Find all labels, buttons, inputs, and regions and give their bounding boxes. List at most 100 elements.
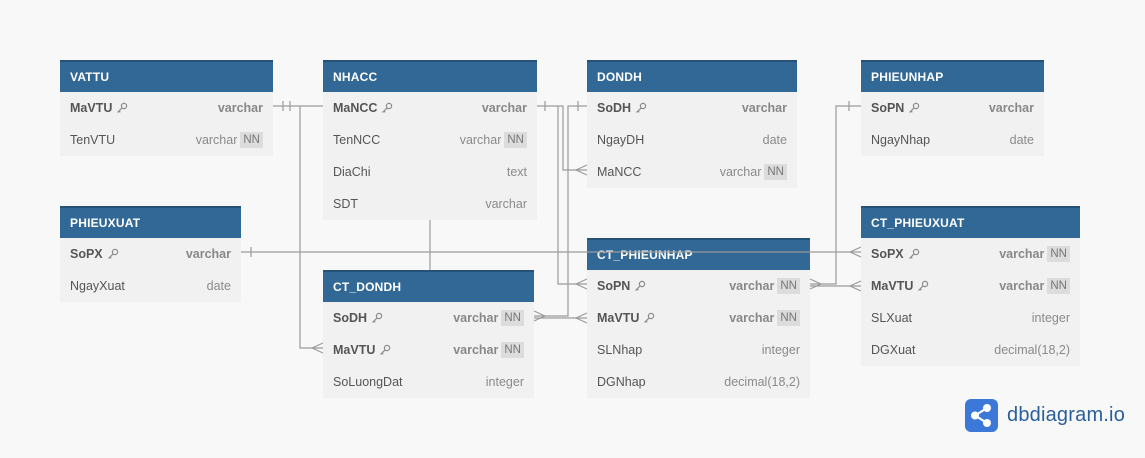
field-type-text: date [1009,133,1034,147]
field-name: TenNCC [333,133,460,147]
key-icon [372,312,383,323]
key-icon [908,248,919,259]
field-name: MaVTU [871,279,999,293]
field-name: NgayNhap [871,133,1010,147]
table-row[interactable]: SoLuongDat integer [323,366,534,398]
table-row[interactable]: SLNhap integer [587,334,810,366]
not-null-badge: NN [501,342,524,358]
table-header[interactable]: CT_PHIEUXUAT [861,206,1080,238]
field-name-text: SoLuongDat [333,375,403,389]
table-header[interactable]: VATTU [60,60,273,92]
table-header[interactable]: NHACC [323,60,537,92]
key-icon [644,312,655,323]
field-type-text: varchar [729,279,775,293]
field-name-text: SLNhap [597,343,643,357]
key-icon [636,102,647,113]
field-name: DGXuat [871,343,994,357]
field-type-text: varchar [485,197,527,211]
field-type: date [207,279,231,293]
field-name-text: SLXuat [871,311,913,325]
field-name: SoPX [871,247,999,261]
field-type: integer [1032,311,1070,325]
field-type-text: varchar [999,247,1045,261]
table-row[interactable]: NgayXuat date [60,270,241,302]
key-icon [107,248,118,259]
field-type-text: varchar [217,101,263,115]
field-name-text: MaVTU [597,311,640,325]
dbdiagram-logo-icon [965,399,998,432]
field-name-text: MaVTU [333,343,376,357]
field-type: integer [486,375,524,389]
field-name: MaVTU [70,101,218,115]
field-name: SLXuat [871,311,1032,325]
field-name: NgayDH [597,133,763,147]
field-type: decimal(18,2) [724,375,800,389]
field-type: varchar [989,101,1034,115]
table-header[interactable]: CT_DONDH [323,270,534,302]
field-type-text: varchar [459,133,502,147]
field-type-text: integer [761,343,800,357]
field-type-text: varchar [185,247,231,261]
field-type-text: varchar [719,165,762,179]
field-name-text: TenNCC [333,133,381,147]
brand-logo[interactable]: dbdiagram.io [965,399,1125,432]
field-name-text: NgayXuat [70,279,125,293]
table-row[interactable]: SLXuat integer [861,302,1080,334]
not-null-badge: NN [1047,246,1070,262]
key-icon [382,102,393,113]
field-type-text: varchar [988,101,1034,115]
field-name: NgayXuat [70,279,207,293]
field-type: varchar [742,101,787,115]
table-row[interactable]: MaVTU varchar [60,92,273,124]
field-type-text: decimal(18,2) [994,343,1070,357]
field-name: DiaChi [333,165,507,179]
table-header[interactable]: PHIEUNHAP [861,60,1044,92]
not-null-badge: NN [504,132,527,148]
field-name-text: NgayDH [597,133,645,147]
field-name: MaVTU [333,343,453,357]
field-type-text: integer [485,375,524,389]
table-header[interactable]: CT_PHIEUNHAP [587,238,810,270]
table-header[interactable]: PHIEUXUAT [60,206,241,238]
field-name-text: SoPN [597,279,631,293]
field-name: SoPN [871,101,989,115]
field-type: text [507,165,527,179]
field-name-text: MaVTU [70,101,113,115]
field-type: varchar [482,101,527,115]
field-type-text: integer [1031,311,1070,325]
table-header[interactable]: DONDH [587,60,797,92]
